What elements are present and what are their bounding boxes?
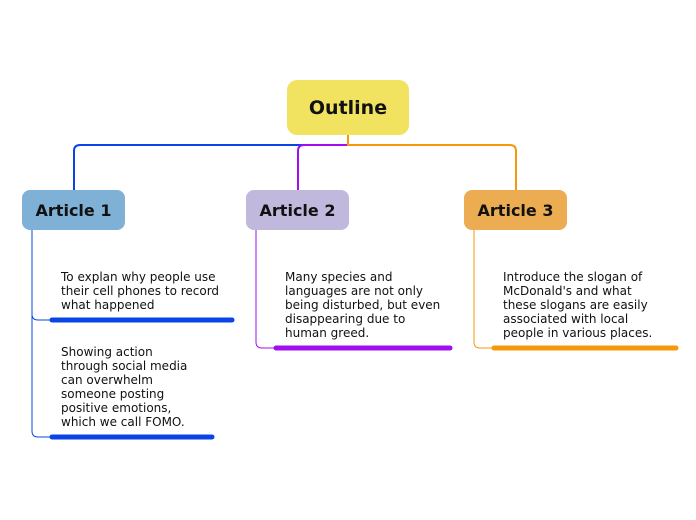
topic-node-label: Article 2 xyxy=(259,200,336,220)
connector-article-1-note-2 xyxy=(31,314,52,438)
topic-node-article-1[interactable]: Article 1 xyxy=(22,190,125,230)
topic-node-label: Article 3 xyxy=(477,200,554,220)
root-node-outline[interactable]: Outline xyxy=(287,80,409,135)
article-2-note-1[interactable]: Many species and languages are not only … xyxy=(285,270,441,340)
topic-node-label: Article 1 xyxy=(35,200,112,220)
connector-article-3-note-1 xyxy=(473,229,494,349)
connector-article-1 xyxy=(73,135,349,190)
connector-article-3 xyxy=(347,135,517,190)
article-3-note-1[interactable]: Introduce the slogan of McDonald's and w… xyxy=(503,270,653,340)
topic-node-article-3[interactable]: Article 3 xyxy=(464,190,567,230)
article-1-note-2[interactable]: Showing action through social media can … xyxy=(61,345,188,429)
topic-node-article-2[interactable]: Article 2 xyxy=(246,190,349,230)
root-node-label: Outline xyxy=(308,96,388,119)
connector-article-2-note-1 xyxy=(255,229,276,349)
connector-article-2 xyxy=(297,135,349,190)
article-1-note-1[interactable]: To explan why people use their cell phon… xyxy=(61,270,220,312)
connector-article-1-note-1 xyxy=(31,229,52,321)
